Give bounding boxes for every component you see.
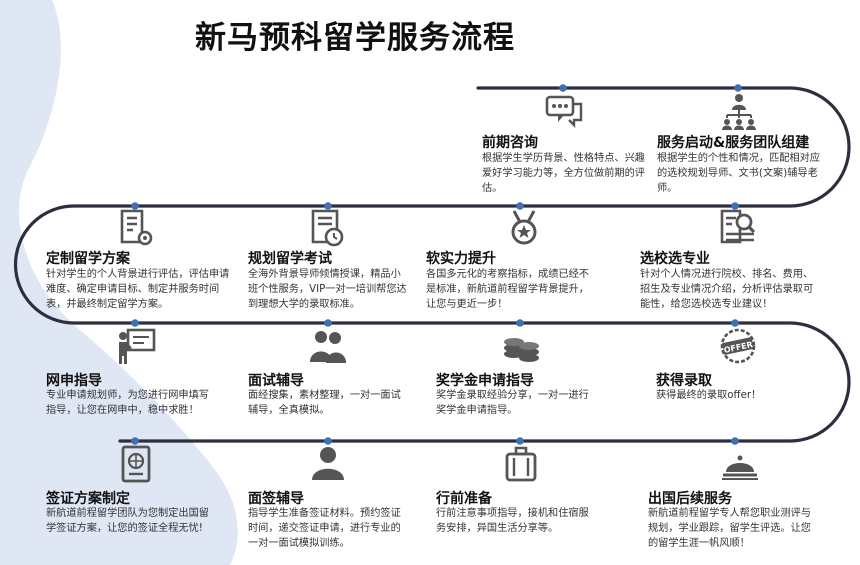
step-description: 针对个人情况进行院校、排名、费用、招生及专业情况介绍，分析评估录取可能性，给您选… bbox=[640, 269, 814, 310]
step-marker-dot bbox=[324, 437, 332, 445]
step-description: 各国多元化的考察指标，成绩已经不是标准，新航道前程留学背景提升，让您与更近一步！ bbox=[426, 269, 589, 310]
document-search-icon bbox=[718, 208, 758, 248]
page-title: 新马预科留学服务流程 bbox=[195, 20, 515, 56]
step-marker-dot bbox=[731, 319, 739, 327]
step-description: 面经搜集，素材整理，一对一面试辅导，全真模拟。 bbox=[248, 390, 401, 416]
step-description: 针对学生的个人背景进行评估，评估申请难度、确定申请目标、制定并服务时间表，并最终… bbox=[46, 269, 230, 310]
step-marker-dot bbox=[734, 84, 742, 92]
connector-line bbox=[13, 86, 851, 443]
step-name: 规划留学考试 bbox=[248, 251, 332, 267]
step-name: 获得录取 bbox=[656, 373, 712, 389]
step-marker-dot bbox=[516, 202, 524, 210]
step-description: 获得最终的录取offer！ bbox=[656, 390, 762, 401]
step-description: 行前注意事项指导，接机和住宿服务安排，异国生活分享等。 bbox=[436, 508, 589, 534]
step-marker-dot bbox=[131, 202, 139, 210]
step-name: 出国后续服务 bbox=[648, 491, 732, 507]
step-marker-dot bbox=[324, 319, 332, 327]
step-name: 面试辅导 bbox=[248, 373, 304, 389]
step-name: 奖学金申请指导 bbox=[436, 373, 534, 389]
step-marker-dot bbox=[559, 84, 567, 92]
step-name: 选校选专业 bbox=[640, 251, 710, 267]
step-description: 新航道前程留学专人帮您职业测评与规划，学业跟踪，留学生评选。让您的留学生涯一帆风… bbox=[648, 508, 811, 549]
service-bell-icon bbox=[720, 444, 760, 484]
chat-bubble-icon bbox=[544, 92, 584, 132]
document-clock-icon bbox=[308, 208, 348, 248]
step-marker-dot bbox=[731, 202, 739, 210]
step-description: 奖学金录取经验分享，一对一进行奖学金申请指导。 bbox=[436, 390, 589, 416]
step-marker-dot bbox=[131, 319, 139, 327]
offer-stamp-icon: OFFER bbox=[718, 326, 758, 366]
document-gear-icon bbox=[116, 208, 156, 248]
person-silhouette-icon bbox=[308, 444, 348, 484]
step-name: 软实力提升 bbox=[426, 251, 496, 267]
medal-icon bbox=[504, 208, 544, 248]
step-marker-dot bbox=[731, 437, 739, 445]
step-description: 新航道前程留学团队为您制定出国留学签证方案，让您的签证全程无忧! bbox=[46, 508, 209, 534]
luggage-icon bbox=[501, 444, 541, 484]
passport-icon bbox=[116, 444, 156, 484]
step-marker-dot bbox=[516, 437, 524, 445]
step-marker-dot bbox=[131, 437, 139, 445]
step-marker-dot bbox=[324, 202, 332, 210]
step-description: 全海外背景导师倾情授课，精品小班个性服务，VIP一对一培训帮您达到理想大学的录取… bbox=[248, 269, 407, 310]
two-people-icon bbox=[308, 326, 348, 366]
step-name: 签证方案制定 bbox=[46, 491, 130, 507]
step-description: 专业申请规划师，为您进行网申填写指导，让您在网申中，稳中求胜！ bbox=[46, 390, 209, 416]
coins-stack-icon bbox=[501, 326, 541, 366]
step-name: 面签辅导 bbox=[248, 491, 304, 507]
step-description: 根据学生的个性和情况，匹配相对应的选校规划导师、文书(文案)辅导老师。 bbox=[657, 153, 820, 194]
presenter-board-icon bbox=[116, 326, 156, 366]
step-description: 根据学生学历背景、性格特点、兴趣爱好学习能力等，全方位做前期的评估。 bbox=[482, 153, 645, 194]
team-hierarchy-icon bbox=[719, 92, 759, 132]
step-name: 定制留学方案 bbox=[46, 251, 130, 267]
step-marker-dot bbox=[516, 319, 524, 327]
step-name: 前期咨询 bbox=[482, 135, 538, 151]
step-name: 行前准备 bbox=[436, 491, 492, 507]
step-name: 服务启动&服务团队组建 bbox=[657, 135, 810, 151]
step-name: 网申指导 bbox=[46, 373, 102, 389]
step-description: 指导学生准备签证材料。预约签证时间，递交签证申请，进行专业的一对一面试模拟训练。 bbox=[248, 508, 401, 549]
